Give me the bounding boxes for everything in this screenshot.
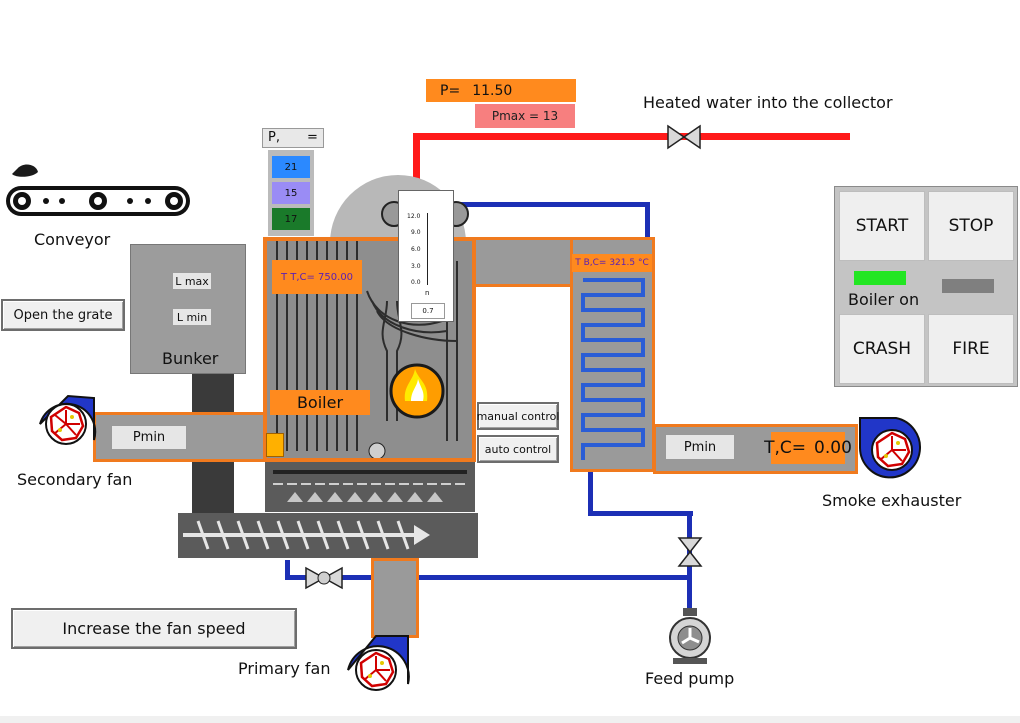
collector-label: Heated water into the collector: [643, 93, 893, 112]
bunker-lmin: L min: [173, 309, 211, 325]
feed-pump-label: Feed pump: [645, 669, 735, 688]
smoke-temp-value: 0.00: [814, 438, 852, 458]
bottom-divider: [0, 716, 1020, 723]
gauge-tick-2: 6.0: [411, 246, 421, 253]
fire-button[interactable]: FIRE: [928, 314, 1014, 384]
pipe-drum-to-econ-h: [460, 202, 650, 207]
start-button[interactable]: START: [839, 191, 925, 261]
gauge-value: 0.7: [411, 303, 445, 319]
smoke-temp-readout: T,C= 0.00: [764, 432, 852, 464]
p-level-3: 17: [272, 208, 310, 230]
hot-water-pipe-horizontal: [413, 133, 850, 140]
pressure-readout: P= 11.50: [426, 79, 576, 102]
hot-valve-icon[interactable]: [666, 124, 702, 150]
gauge-tick-0: 12.0: [407, 213, 421, 220]
p-level-2: 15: [272, 182, 310, 204]
smoke-temp-label: T,C=: [764, 438, 807, 458]
hot-water-pipe-vertical: [413, 133, 420, 183]
boiler-burner-icon: [266, 433, 284, 457]
bunker-lmax: L max: [173, 273, 211, 289]
feed-valve-icon[interactable]: [677, 536, 703, 568]
economizer-temp-readout: T B,C= 321.5 °C: [572, 254, 652, 272]
auto-control-button[interactable]: auto control: [477, 435, 559, 463]
auger: [178, 513, 478, 558]
smoke-exhauster-icon[interactable]: [856, 412, 928, 484]
pipe-econ-out-h: [588, 511, 693, 516]
pressure-label: P=: [440, 82, 461, 99]
primary-fan-icon[interactable]: [340, 632, 414, 702]
boiler-label: Boiler: [270, 390, 370, 415]
p-level-1: 21: [272, 156, 310, 178]
primary-fan-label: Primary fan: [238, 659, 331, 678]
pressure-value: 11.50: [472, 82, 513, 99]
pipe-econ-out-v: [588, 470, 593, 516]
pipe-return-h: [285, 575, 690, 580]
gauge-tick-4: 0.0: [411, 279, 421, 286]
pressure-max-readout: Pmax = 13: [475, 104, 575, 128]
boiler-on-label: Boiler on: [848, 290, 920, 309]
increase-fan-button[interactable]: Increase the fan speed: [11, 608, 297, 649]
crash-button[interactable]: CRASH: [839, 314, 925, 384]
boiler-on-indicator: [854, 271, 906, 285]
economizer: [570, 237, 655, 472]
gauge-tick-1: 9.0: [411, 229, 421, 236]
level-gauge: 12.0 9.0 6.0 3.0 0.0 n 0.7: [398, 190, 454, 322]
auger-screw-icon: [183, 520, 430, 550]
primary-duct: [371, 558, 419, 638]
secondary-fan-icon[interactable]: [36, 384, 98, 464]
gauge-tick-3: 3.0: [411, 263, 421, 270]
pmin-left: Pmin: [111, 425, 187, 450]
p-panel-header: P, =: [262, 128, 324, 148]
conveyor-label: Conveyor: [34, 230, 111, 249]
grate: [265, 462, 475, 512]
stop-button[interactable]: STOP: [928, 191, 1014, 261]
economizer-coil-icon: [581, 278, 645, 460]
smoke-exhauster-label: Smoke exhauster: [822, 491, 962, 510]
grate-bars-icon: [273, 470, 467, 502]
secondary-fan-label: Secondary fan: [17, 470, 133, 489]
gauge-unit: n: [425, 289, 430, 297]
feed-pump-icon[interactable]: [665, 608, 715, 664]
gauge-scale: [427, 213, 436, 285]
manual-control-button[interactable]: manual control: [477, 402, 559, 430]
secondary-indicator: [942, 279, 994, 293]
bunker-label: Bunker: [162, 349, 219, 368]
conveyor-icon: [6, 164, 190, 216]
pmin-right: Pmin: [665, 434, 735, 460]
return-valve-icon[interactable]: [304, 566, 344, 590]
p-panel-eq: =: [307, 130, 318, 145]
boiler-temp-readout: T T,C= 750.00: [272, 260, 362, 294]
open-grate-button[interactable]: Open the grate: [1, 299, 125, 331]
pipe-drum-to-econ-v: [645, 202, 650, 240]
flue-duct-inner: [482, 245, 566, 281]
p-panel-label: P,: [268, 130, 280, 145]
pipe-return-v: [285, 560, 290, 580]
